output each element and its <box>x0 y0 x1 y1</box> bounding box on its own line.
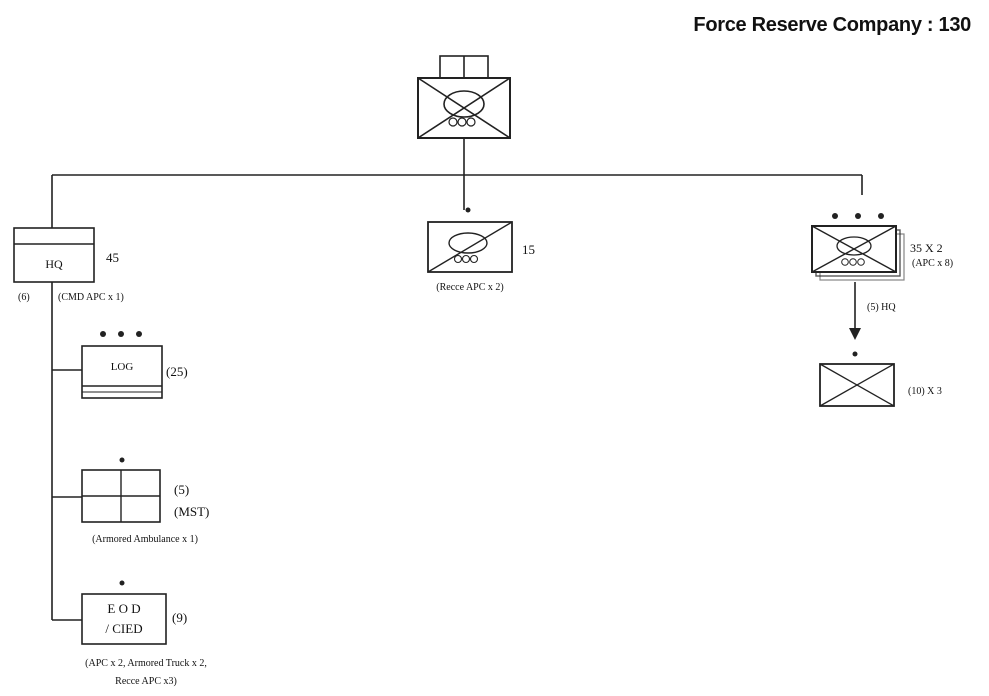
echelon-dot <box>118 331 124 337</box>
arrow-down-icon <box>849 328 861 340</box>
recce-strength: 15 <box>522 242 535 257</box>
track-wheels <box>448 117 476 127</box>
echelon-dot <box>832 213 838 219</box>
platoon-strength: 35 X 2 <box>910 241 943 255</box>
eod-label-line2: / CIED <box>105 621 142 636</box>
log-label: LOG <box>111 361 134 373</box>
echelon-dot <box>136 331 142 337</box>
hq-strength: 45 <box>106 250 119 265</box>
hq-label: HQ <box>45 257 63 271</box>
eod-label-line1: E O D <box>107 601 140 616</box>
med-strength: (5) <box>174 482 189 497</box>
platoon-hq-note: (5) HQ <box>867 302 896 313</box>
company-symbol <box>417 55 511 139</box>
eod-strength: (9) <box>172 610 187 625</box>
hq-equipment: (CMD APC x 1) <box>58 292 124 303</box>
hq-personnel: (6) <box>18 292 30 303</box>
echelon-dot <box>119 457 125 463</box>
section-strength: (10) X 3 <box>908 386 942 397</box>
platoon-equipment: (APC x 8) <box>912 258 953 269</box>
echelon-dot <box>878 213 884 219</box>
eod-unit: E O D / CIED <box>81 580 167 645</box>
echelon-dot <box>465 207 471 213</box>
hq-unit: HQ <box>13 227 95 283</box>
section-unit <box>819 351 895 407</box>
echelon-dot <box>100 331 106 337</box>
eod-equipment-line2: Recce APC x3) <box>115 676 177 687</box>
recce-equipment: (Recce APC x 2) <box>436 282 504 293</box>
echelon-dot <box>855 213 861 219</box>
med-label: (MST) <box>174 504 209 519</box>
connector-lines <box>51 138 863 621</box>
log-unit: LOG <box>81 331 163 399</box>
page-title: Force Reserve Company : 130 <box>693 14 971 36</box>
med-unit <box>81 457 161 523</box>
echelon-dot <box>119 580 125 586</box>
med-equipment: (Armored Ambulance x 1) <box>92 534 198 545</box>
echelon-dot <box>852 351 858 357</box>
log-strength: (25) <box>166 364 188 379</box>
platoon-unit <box>811 213 905 281</box>
recce-unit <box>427 207 513 273</box>
eod-equipment-line1: (APC x 2, Armored Truck x 2, <box>85 658 207 669</box>
